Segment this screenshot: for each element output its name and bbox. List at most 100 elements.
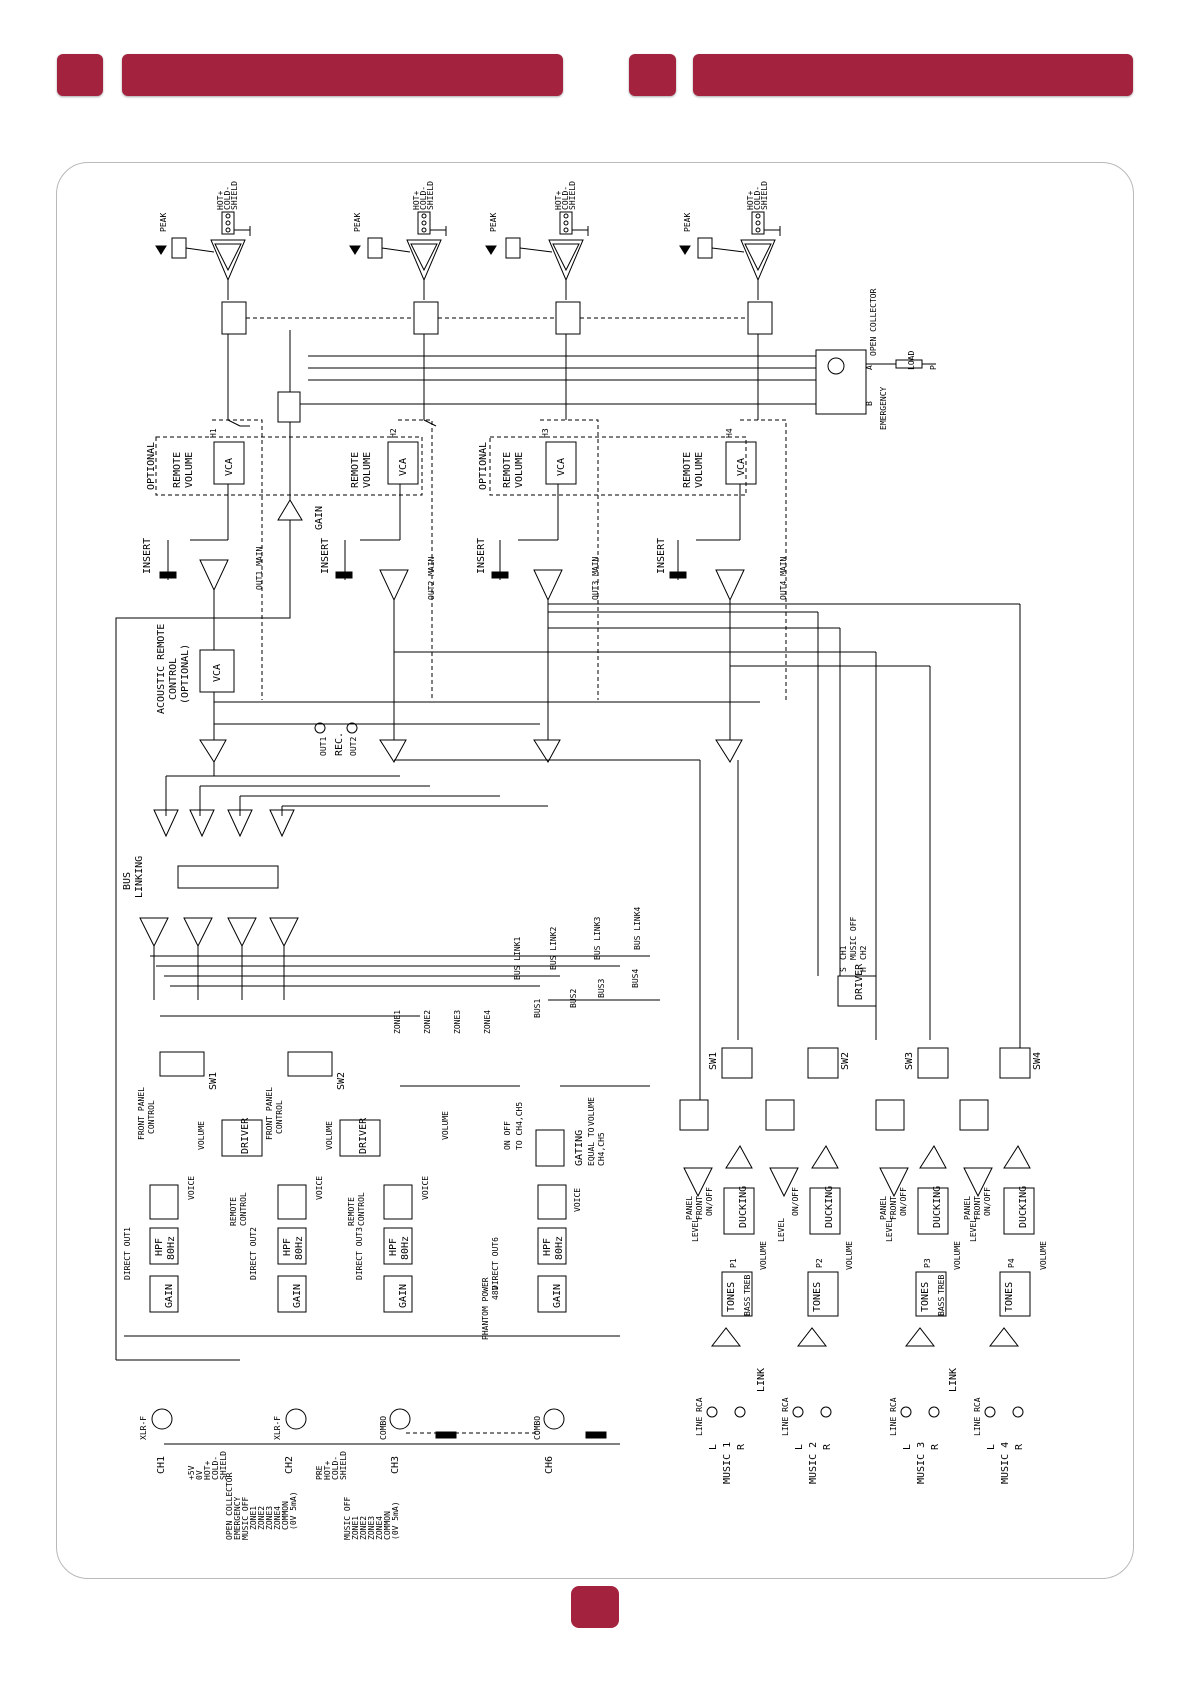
front-onoff-2a: ON/OFF: [791, 1187, 800, 1216]
channel-label-3: CH3: [390, 1456, 401, 1474]
acoustic-line-1: ACOUSTIC REMOTE: [156, 624, 167, 714]
remote-volume-4a: REMOTE: [682, 452, 693, 488]
vca-label-acoustic: VCA: [212, 664, 223, 682]
front-onoff-1a: ON/OFF: [705, 1187, 714, 1216]
input-channels: [124, 1119, 620, 1445]
hpf-label-1: HPF: [154, 1238, 165, 1256]
front-onoff-1c: PANEL: [685, 1196, 694, 1220]
terminal-b-4: ZONE2: [257, 1506, 266, 1530]
pin-cold-3: COLD-: [561, 186, 570, 210]
terminal-d-3: ZONE3: [367, 1516, 376, 1540]
p3-label: P3: [923, 1258, 932, 1268]
zone3-label: ZONE3: [453, 1010, 462, 1034]
r-label-3: R: [930, 1443, 941, 1450]
pin-a-label: A: [865, 365, 874, 370]
hpf-sub-1: 80Hz: [166, 1236, 177, 1260]
terminal-b-8: (0V 5mA): [289, 1491, 298, 1530]
output-id-1: H1: [209, 428, 218, 438]
p1-label: P1: [729, 1258, 738, 1268]
sw2-label-right: SW2: [840, 1052, 851, 1070]
front-onoff-4b: FRONT: [973, 1196, 982, 1220]
load-label: LOAD: [907, 351, 916, 370]
r-label-1: R: [736, 1443, 747, 1450]
bus-link2-label: BUS LINK2: [549, 926, 558, 970]
terminal-b-7: COMMON: [281, 1501, 290, 1530]
terminal-d-6: (0V 5mA): [391, 1501, 400, 1540]
gating-sub-1: EQUAL TO: [587, 1127, 596, 1166]
phantom-48v-label: 48V: [491, 1285, 500, 1300]
remote-volume-2b: VOLUME: [362, 452, 373, 488]
gating-label: GATING: [574, 1130, 585, 1166]
l-label-3: L: [902, 1444, 913, 1450]
terminal-c-1: HOT+: [323, 1461, 332, 1480]
terminal-a-3: COLD-: [211, 1456, 220, 1480]
terminal-a-0: +5V: [187, 1465, 196, 1480]
terminal-b-0: OPEN COLLECTOR: [225, 1472, 234, 1540]
pin-shield-1: SHIELD: [230, 181, 239, 210]
remote-volume-3b: VOLUME: [514, 452, 525, 488]
out-main-1: OUT1 MAIN: [255, 546, 264, 590]
terminal-b-5: ZONE3: [265, 1506, 274, 1530]
insert-label-3: INSERT: [476, 538, 487, 574]
voice-label-3: VOICE: [421, 1176, 430, 1200]
pin-cold-1: COLD-: [223, 186, 232, 210]
bus2-label: BUS2: [569, 989, 578, 1008]
out-main-3: OUT3 MAIN: [591, 556, 600, 600]
music-label-3: MUSIC 3: [916, 1442, 927, 1484]
pin-hot-3: HOT+: [554, 191, 563, 210]
peak-label-2: PEAK: [353, 213, 362, 232]
terminal-c-3: SHIELD: [339, 1451, 348, 1480]
remote-volume-2a: REMOTE: [350, 452, 361, 488]
l-label-4: L: [986, 1444, 997, 1450]
zone4-label: ZONE4: [483, 1010, 492, 1034]
volume-music-1: VOLUME: [759, 1241, 768, 1270]
terminal-a-4: SHIELD: [219, 1451, 228, 1480]
pin-shield-4: SHIELD: [760, 181, 769, 210]
terminal-d-2: ZONE2: [359, 1516, 368, 1540]
terminal-b-6: ZONE4: [273, 1506, 282, 1530]
volume-music-2: VOLUME: [845, 1241, 854, 1270]
gating-sub-2: CH4,CH5: [597, 1132, 606, 1166]
remote-volume-1a: REMOTE: [172, 452, 183, 488]
hpf-label-6: HPF: [542, 1238, 553, 1256]
bus-link4-label: BUS LINK4: [633, 906, 642, 950]
output-stage-4: [669, 211, 781, 740]
pin-shield-3: SHIELD: [568, 181, 577, 210]
driver-label-2: DRIVER: [358, 1117, 369, 1154]
emergency-relay: [115, 330, 936, 1361]
driver-label-main: DRIVER: [854, 963, 865, 1000]
sw1-label-left: SW1: [208, 1072, 219, 1090]
acoustic-line-3: (OPTIONAL): [180, 644, 191, 704]
rec-label: REC.: [334, 732, 345, 756]
volume-label-3: VOLUME: [441, 1111, 450, 1140]
ducking-label-3: DUCKING: [932, 1186, 943, 1228]
chapter-number-tab: [629, 54, 676, 96]
terminal-a-2: HOT+: [203, 1461, 212, 1480]
volume-music-3: VOLUME: [953, 1241, 962, 1270]
hpf-sub-3: 80Hz: [400, 1236, 411, 1260]
open-collector-label: OPEN COLLECTOR: [869, 288, 878, 356]
peak-label-1: PEAK: [159, 213, 168, 232]
front-onoff-4c: PANEL: [963, 1196, 972, 1220]
hpf-label-2: HPF: [282, 1238, 293, 1256]
r-label-2: R: [822, 1443, 833, 1450]
on-off-label: ON OFF: [503, 1121, 512, 1150]
routing-lines: [165, 603, 1021, 1100]
gain-label-3: GAIN: [398, 1284, 409, 1308]
music-label-4: MUSIC 4: [1000, 1442, 1011, 1484]
terminal-d-4: ZONE4: [375, 1516, 384, 1540]
terminal-a-1: 0V: [195, 1470, 204, 1480]
bus-linking-line-1: BUS: [122, 872, 133, 890]
out1-label: OUT1: [319, 737, 328, 756]
level-label-3: LEVEL: [885, 1218, 894, 1242]
driver-label-1: DRIVER: [240, 1117, 251, 1154]
out-main-4: OUT4 MAIN: [779, 556, 788, 600]
voice-label-6: VOICE: [573, 1188, 582, 1212]
out-main-2: OUT2 MAIN: [427, 556, 436, 600]
terminal-d-0: MUSIC OFF: [343, 1496, 352, 1540]
vca-label-4: VCA: [736, 458, 747, 476]
r-label-4: R: [1014, 1443, 1025, 1450]
hpf-label-3: HPF: [388, 1238, 399, 1256]
level-label-4: LEVEL: [969, 1218, 978, 1242]
